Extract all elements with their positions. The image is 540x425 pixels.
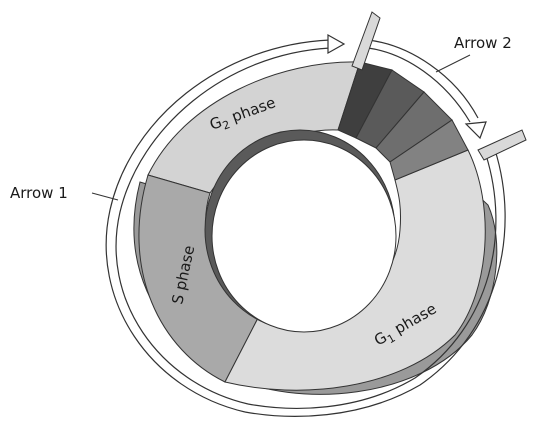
arrow-1-head xyxy=(327,33,346,55)
arrow-right-inner-line xyxy=(247,154,497,409)
checkpoint-marker-top xyxy=(351,11,381,71)
segment-mitosis-4 xyxy=(389,119,469,181)
label-arrow-1: Arrow 1 xyxy=(10,184,68,202)
arrow-2-head xyxy=(464,121,487,140)
arrow-1-inner-line xyxy=(115,47,331,405)
arrow-2-inner-line xyxy=(367,47,471,123)
arrow-right-outer-line xyxy=(244,149,506,417)
arrow-2-outer-line xyxy=(367,39,479,119)
checkpoint-marker-right xyxy=(477,129,527,161)
arrow-1-leader-line xyxy=(91,192,119,201)
label-arrow-2: Arrow 2 xyxy=(454,34,512,52)
arrow-2-leader-line xyxy=(435,54,471,73)
ring-inner-hole xyxy=(211,139,397,333)
arrow-1-outer-line xyxy=(105,39,331,413)
